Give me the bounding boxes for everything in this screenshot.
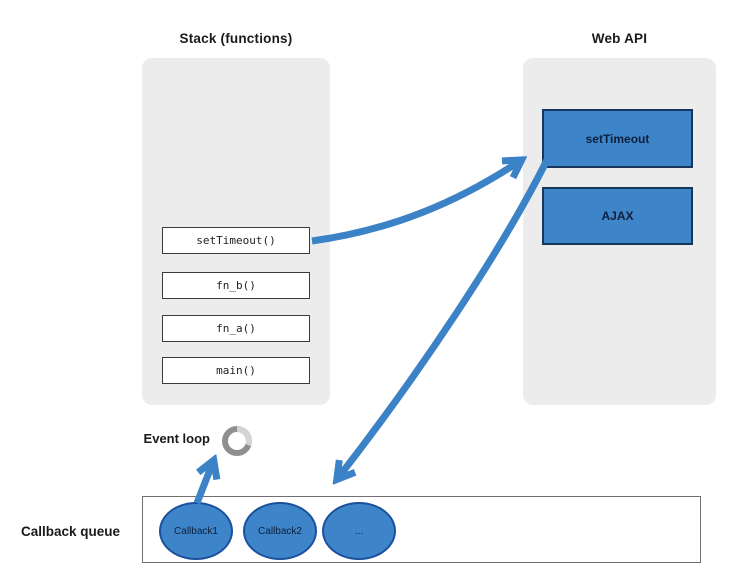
stack-panel-title: Stack (functions) xyxy=(179,31,293,46)
callback-queue-label: Callback queue xyxy=(21,524,121,539)
event-loop-label: Event loop xyxy=(143,431,210,446)
arrow-stack-to-webapi xyxy=(311,161,520,245)
stack-frame-settimeout: setTimeout() xyxy=(162,227,310,254)
web-api-panel-title: Web API xyxy=(591,31,648,46)
web-api-box-settimeout: setTimeout xyxy=(542,109,693,168)
arrow-webapi-to-queue xyxy=(338,158,551,478)
event-loop-spinner-icon xyxy=(222,425,252,456)
web-api-box-ajax: AJAX xyxy=(542,187,693,245)
callback-ellipse-1: Callback1 xyxy=(159,502,233,560)
callback-queue-container xyxy=(142,496,701,563)
callback-ellipse-more: ... xyxy=(322,502,396,560)
callback-ellipse-2: Callback2 xyxy=(243,502,317,560)
stack-frame-fn-a: fn_a() xyxy=(162,315,310,342)
stack-frame-fn-b: fn_b() xyxy=(162,272,310,299)
stack-frame-main: main() xyxy=(162,357,310,384)
